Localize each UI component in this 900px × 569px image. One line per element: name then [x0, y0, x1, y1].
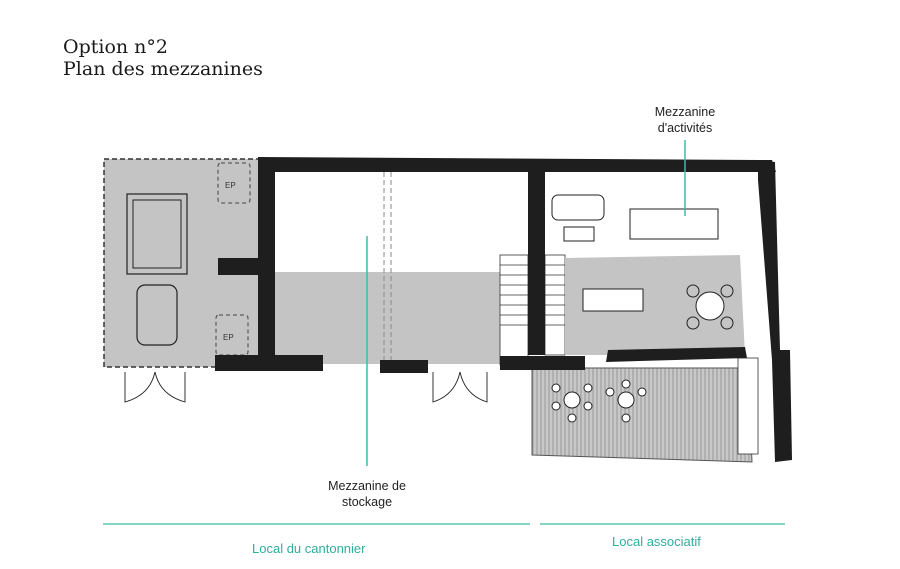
label-mezzanine-stockage: Mezzanine de stockage — [328, 479, 406, 509]
sofa-icon — [551, 194, 605, 221]
ep-label-bottom: EP — [223, 333, 234, 342]
terrace — [531, 367, 753, 463]
tractor-icon — [136, 284, 178, 346]
vehicle-outline — [126, 193, 188, 275]
stair-left — [499, 254, 529, 366]
stair-terrace — [737, 357, 759, 455]
stair-right — [544, 254, 566, 356]
dining-table — [582, 288, 644, 312]
page-title: Option n°2 Plan des mezzanines — [63, 36, 263, 80]
storage-mezzanine-floor — [275, 272, 501, 364]
label-mezzanine-activites: Mezzanine d'activités — [654, 105, 716, 135]
round-table — [695, 291, 725, 321]
terrace-tables — [551, 379, 647, 423]
walls — [215, 157, 792, 462]
activity-floor — [565, 255, 745, 355]
title-plan: Plan des mezzanines — [63, 58, 263, 80]
rug — [563, 226, 595, 242]
doors — [124, 371, 488, 403]
meeting-table — [629, 208, 719, 240]
title-option: Option n°2 — [63, 36, 168, 58]
zone-label-associatif: Local associatif — [612, 534, 701, 549]
ep-label-top: EP — [225, 181, 236, 190]
zone-label-cantonnier: Local du cantonnier — [252, 541, 366, 556]
